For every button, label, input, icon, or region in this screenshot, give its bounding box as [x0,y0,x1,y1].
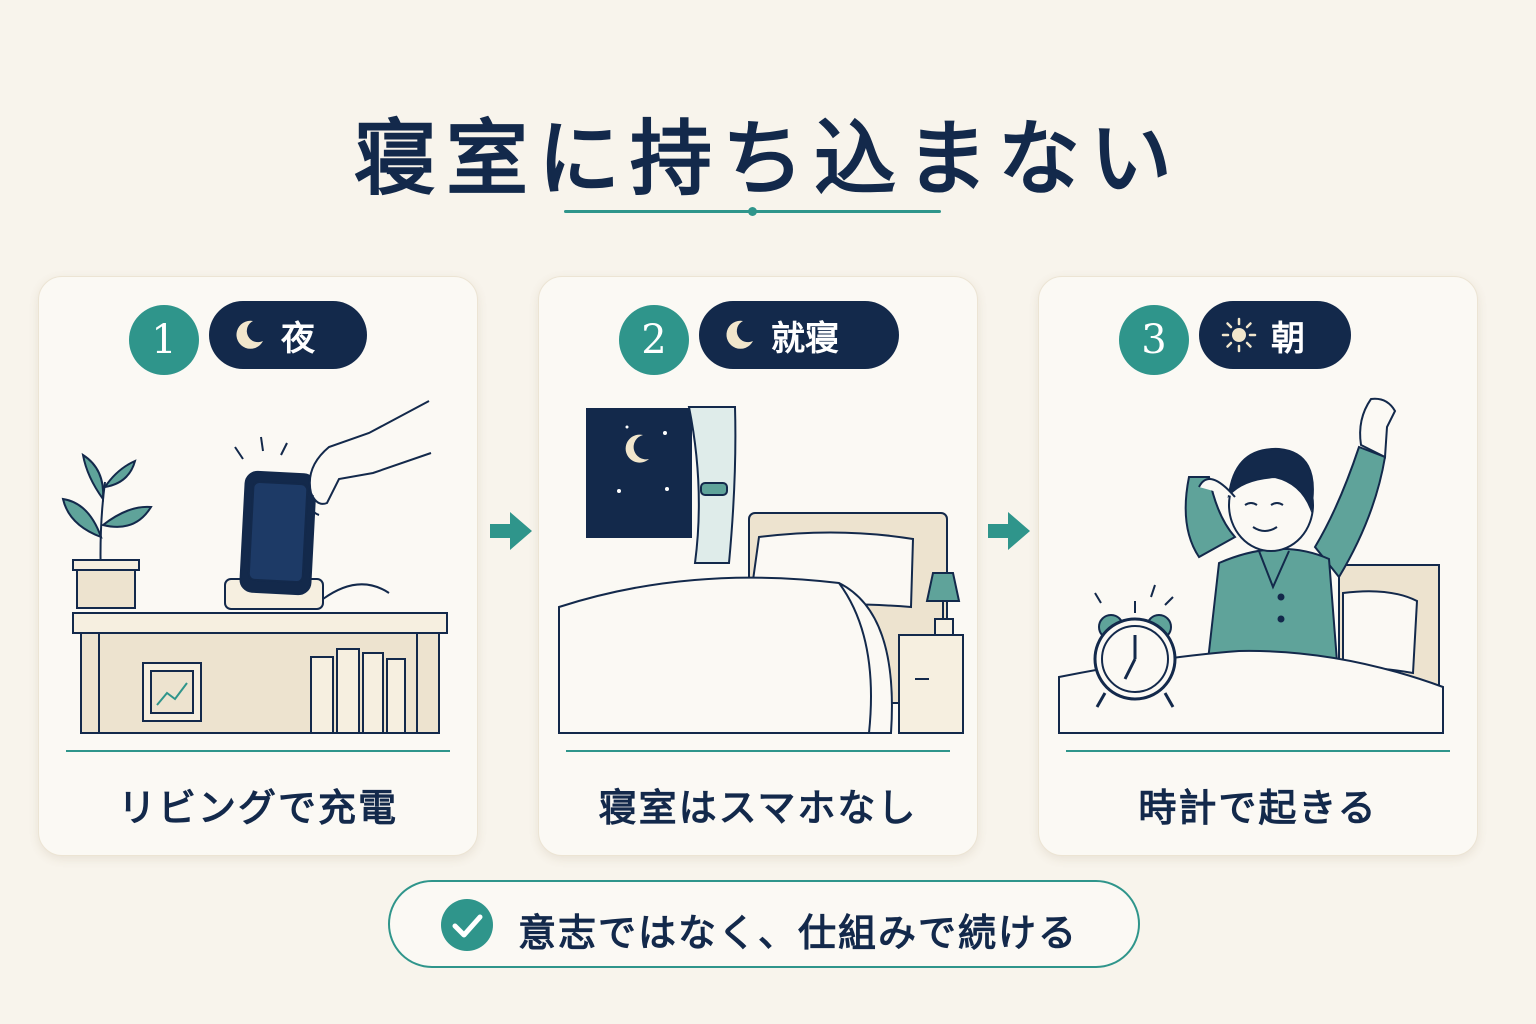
living-room-charging-illustration [61,400,448,734]
footer-text: 意志ではなく、仕組みで続ける [518,911,1079,955]
smartphone-icon [224,400,432,610]
step-number-3: 3 [1119,305,1189,375]
step-card-2: 2 就寝 [538,276,978,856]
bed-icon [558,512,948,734]
step-divider-3 [1066,750,1450,752]
step-number-2: 2 [619,305,689,375]
step-card-3: 3 朝 [1038,276,1478,856]
plant-icon [61,452,153,609]
step-divider-1 [66,750,450,752]
step-time-pill-1: 夜 [209,301,367,369]
arrow-right-icon [490,512,532,550]
desk-icon [72,612,448,734]
alarm-clock-icon [1093,584,1177,708]
step-caption-2: 寝室はスマホなし [598,786,918,830]
step-time-label-3: 朝 [1271,318,1305,359]
step-time-pill-2: 就寝 [699,301,899,369]
waking-up-with-clock-illustration [1058,397,1444,734]
step-caption-1: リビングで充電 [117,786,398,830]
step-caption-3: 時計で起きる [1138,786,1378,830]
bedroom-no-phone-illustration [558,406,964,734]
step-time-label-1: 夜 [281,318,315,359]
moon-icon [236,320,263,349]
page-title: 寝室に持ち込まない [353,112,1182,207]
step-time-pill-3: 朝 [1199,301,1351,369]
step-card-1: 1 夜 [38,276,478,856]
sun-icon [1221,317,1257,353]
step-time-label-2: 就寝 [771,318,839,359]
title-underline [564,207,941,216]
footer-message: 意志ではなく、仕組みで続ける [388,880,1140,968]
arrow-right-icon [988,512,1030,550]
moon-icon [726,320,753,349]
check-circle-icon [441,899,493,951]
step-number-1: 1 [129,305,199,375]
step-divider-2 [566,750,950,752]
window-icon [586,406,737,564]
title-underline-dot [748,207,757,216]
lamp-icon [898,572,964,734]
